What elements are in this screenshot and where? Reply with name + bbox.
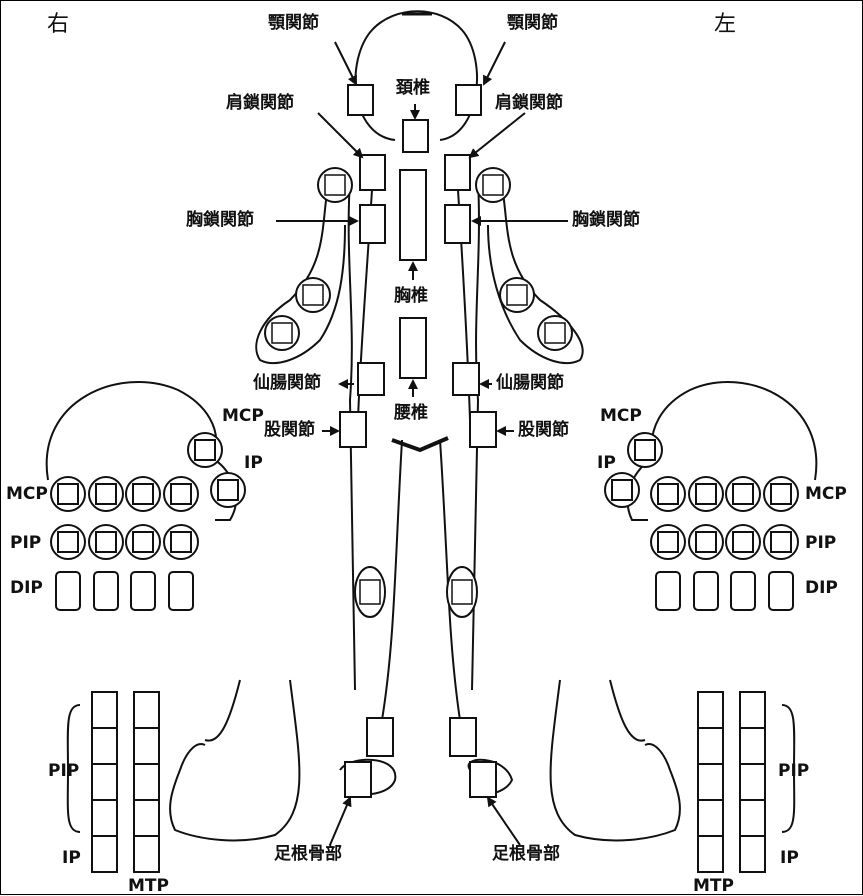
figure-border [0,0,863,895]
joint-diagram: 右 左 顎関節 顎関節 頚椎 肩鎖関節 肩鎖関節 胸鎖関節 胸鎖関節 胸椎 仙腸… [0,0,863,895]
